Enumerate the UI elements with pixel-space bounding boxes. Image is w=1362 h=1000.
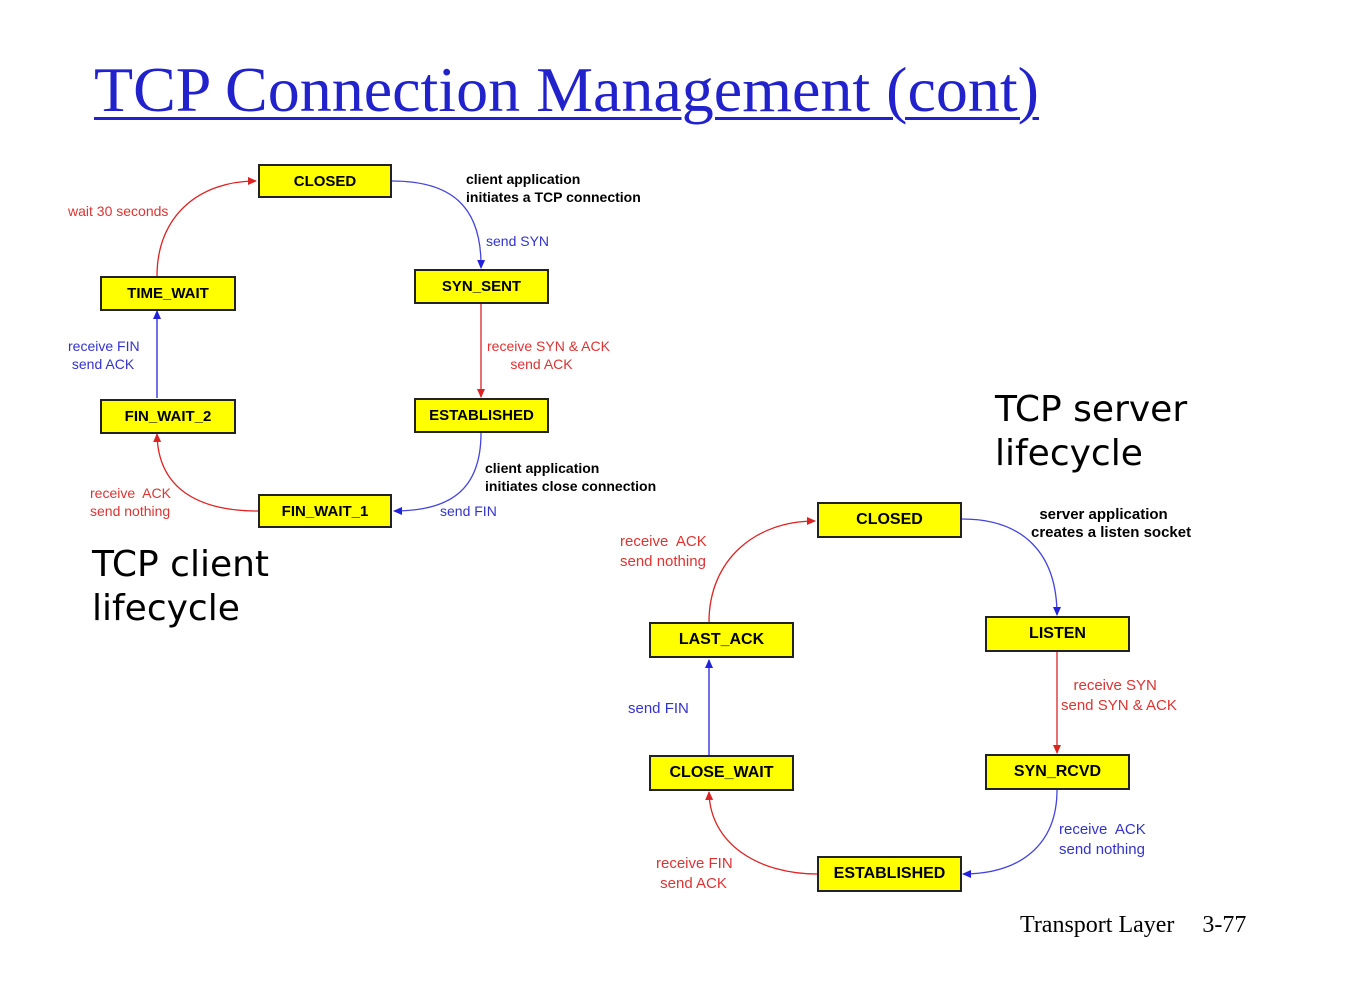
label-server-creates-listen-socket: server application creates a listen sock… — [1031, 506, 1192, 541]
page-title: TCP Connection Management (cont) — [94, 54, 1039, 125]
label-client-initiates-close: client application initiates close conne… — [485, 460, 657, 494]
state-syn-rcvd: SYN_RCVD — [985, 754, 1130, 790]
state-time-wait: TIME_WAIT — [100, 276, 236, 311]
footer: Transport Layer 3-77 — [1020, 912, 1246, 939]
label-send-syn: send SYN — [486, 233, 550, 249]
arrow-time-wait-to-closed — [156, 177, 257, 277]
state-server-established: ESTABLISHED — [817, 856, 962, 892]
arrow-syn-rcvd-to-established — [962, 789, 1058, 878]
label-receive-ack-send-nothing: receive ACK send nothing — [90, 485, 171, 519]
footer-page-number: 3-77 — [1202, 912, 1247, 938]
label-send-fin-server: send FIN — [628, 700, 689, 717]
arrow-established-to-fin-wait-1 — [393, 432, 482, 515]
client-lifecycle-caption: TCP client lifecycle — [92, 544, 270, 629]
arrow-s-closed-to-listen — [961, 518, 1061, 616]
state-syn-sent: SYN_SENT — [414, 269, 549, 304]
state-listen: LISTEN — [985, 616, 1130, 652]
arrow-fin-wait-1-to-fin-wait-2 — [153, 433, 259, 512]
state-last-ack: LAST_ACK — [649, 622, 794, 658]
state-client-established: ESTABLISHED — [414, 398, 549, 433]
footer-chapter: Transport Layer — [1020, 912, 1175, 938]
state-server-closed: CLOSED — [817, 502, 962, 538]
state-client-closed: CLOSED — [258, 164, 392, 198]
arrow-last-ack-to-closed — [708, 517, 816, 623]
label-receive-fin-send-ack: receive FIN send ACK — [68, 338, 140, 372]
label-send-fin: send FIN — [440, 503, 497, 519]
state-close-wait: CLOSE_WAIT — [649, 755, 794, 791]
state-fin-wait-1: FIN_WAIT_1 — [258, 494, 392, 528]
label-wait-30-seconds: wait 30 seconds — [68, 203, 169, 219]
server-lifecycle-caption: TCP server lifecycle — [995, 389, 1188, 474]
arrow-closed-to-syn-sent — [391, 180, 486, 269]
label-client-initiates-connection: client application initiates a TCP conne… — [466, 171, 641, 205]
label-receive-ack-send-nothing-server: receive ACK send nothing — [1059, 821, 1146, 858]
arrow-established-to-close-wait — [705, 791, 818, 875]
label-receive-syn-send-syn-ack: receive SYN send SYN & ACK — [1061, 677, 1177, 714]
label-receive-syn-ack: receive SYN & ACK send ACK — [487, 338, 610, 372]
label-receive-fin-send-ack-server: receive FIN send ACK — [656, 855, 733, 892]
state-fin-wait-2: FIN_WAIT_2 — [100, 399, 236, 434]
label-receive-ack-send-nothing-last: receive ACK send nothing — [620, 533, 707, 570]
